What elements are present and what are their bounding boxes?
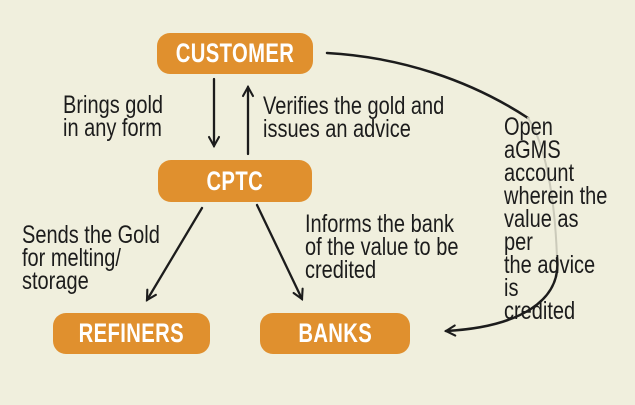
annotation-verifies-gold: Verifies the gold and issues an advice bbox=[263, 92, 445, 143]
curve-customer-to-banks-faded bbox=[527, 117, 558, 259]
arrow-cptc-to-refiners bbox=[145, 206, 204, 302]
node-customer-label: CUSTOMER bbox=[175, 38, 295, 68]
curve-customer-to-banks-start bbox=[325, 51, 530, 120]
node-customer: CUSTOMER bbox=[157, 33, 313, 74]
annotation-sends-gold: Sends the Gold for melting/ storage bbox=[22, 221, 160, 295]
node-refiners: REFINERS bbox=[53, 313, 210, 354]
node-refiners-label: REFINERS bbox=[78, 318, 185, 348]
arrow-cptc-to-banks bbox=[255, 203, 304, 301]
node-cptc: CPTC bbox=[158, 160, 312, 202]
curve-customer-to-banks-end bbox=[443, 256, 559, 337]
node-cptc-label: CPTC bbox=[206, 165, 264, 196]
node-banks-label: BANKS bbox=[298, 318, 372, 348]
annotation-open-agms-account: Open aGMS account wherein the value as p… bbox=[504, 113, 608, 325]
annotation-informs-bank: Informs the bank of the value to be cred… bbox=[305, 210, 459, 284]
annotation-brings-gold: Brings gold in any form bbox=[63, 91, 164, 142]
node-banks: BANKS bbox=[260, 313, 410, 354]
